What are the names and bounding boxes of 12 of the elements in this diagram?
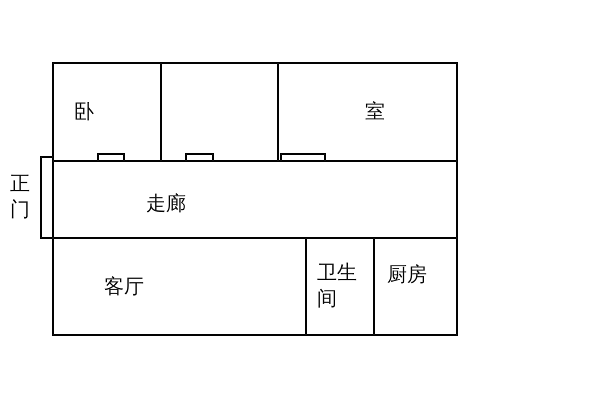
room-label: 卧: [74, 98, 94, 124]
room-label: 客厅: [104, 273, 144, 299]
room-outline: [160, 62, 279, 162]
room-label: 室: [365, 98, 385, 124]
room-label: 走廊: [146, 190, 186, 216]
room-outline: [52, 62, 162, 162]
room-label: 厨房: [387, 261, 427, 287]
room-outline: [277, 62, 458, 162]
room-label: 卫生间: [317, 259, 358, 311]
room-outline: [373, 237, 458, 336]
room-label: 正门: [10, 170, 31, 222]
room-outline: [52, 237, 307, 336]
